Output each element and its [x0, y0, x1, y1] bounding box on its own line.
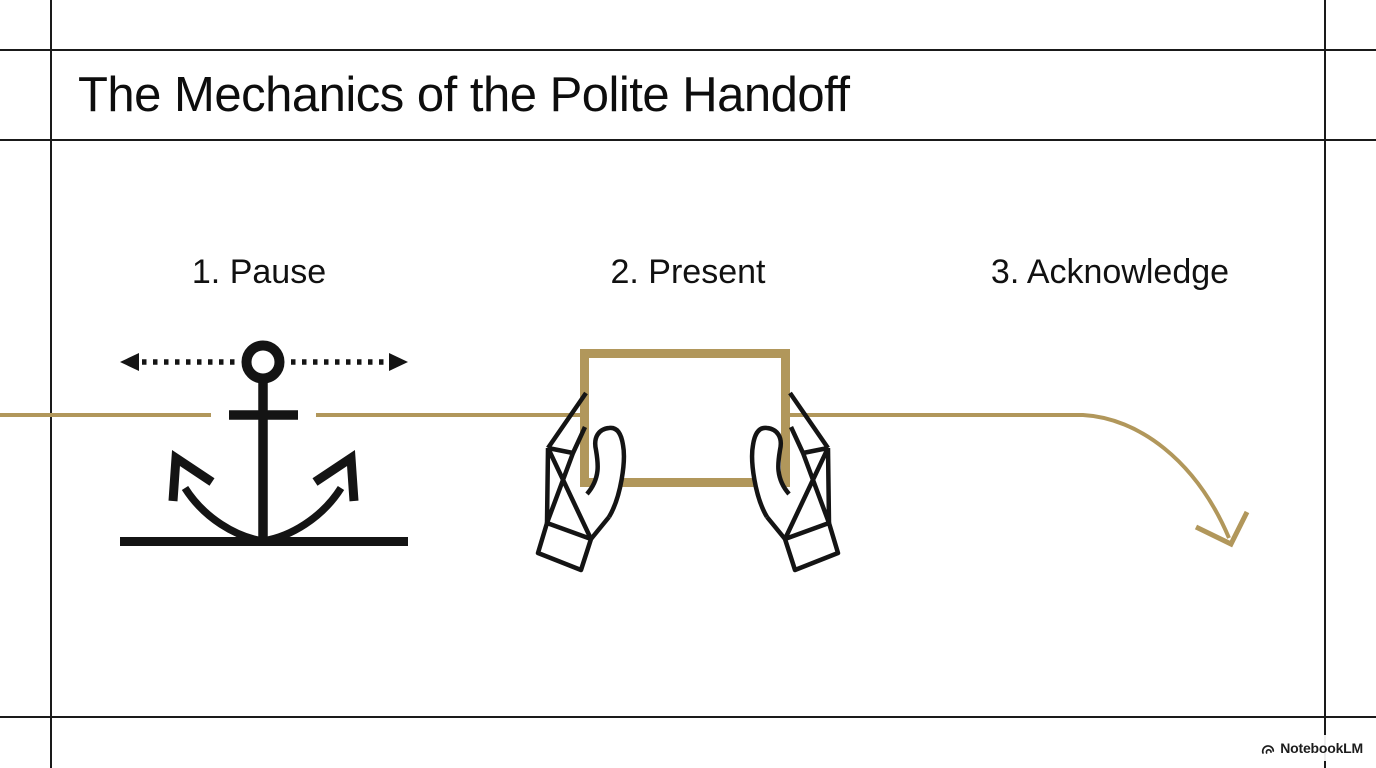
- notebooklm-logo-icon: [1262, 745, 1275, 754]
- frame-line-vertical-right: [1324, 0, 1326, 768]
- frame-line-horizontal-under-title: [0, 139, 1376, 141]
- dotted-double-arrow-icon: [120, 353, 408, 371]
- step-label-present: 2. Present: [610, 253, 766, 291]
- frame-line-horizontal-top: [0, 49, 1376, 51]
- timeline-line: [0, 413, 1231, 539]
- step-label-pause: 1. Pause: [191, 253, 327, 291]
- frame-line-horizontal-bottom: [0, 716, 1376, 718]
- curved-arrow-down-icon: [1194, 510, 1250, 548]
- watermark-brand-text: NotebookLM: [1280, 740, 1363, 756]
- frame-line-vertical-left: [50, 0, 52, 768]
- anchor-icon: [120, 340, 408, 546]
- step-label-acknowledge: 3. Acknowledge: [990, 253, 1230, 291]
- page-title: The Mechanics of the Polite Handoff: [78, 67, 850, 122]
- hands-presenting-box-icon: [538, 349, 841, 573]
- right-hand-icon: [749, 391, 841, 573]
- notebooklm-watermark: NotebookLM: [1253, 735, 1370, 761]
